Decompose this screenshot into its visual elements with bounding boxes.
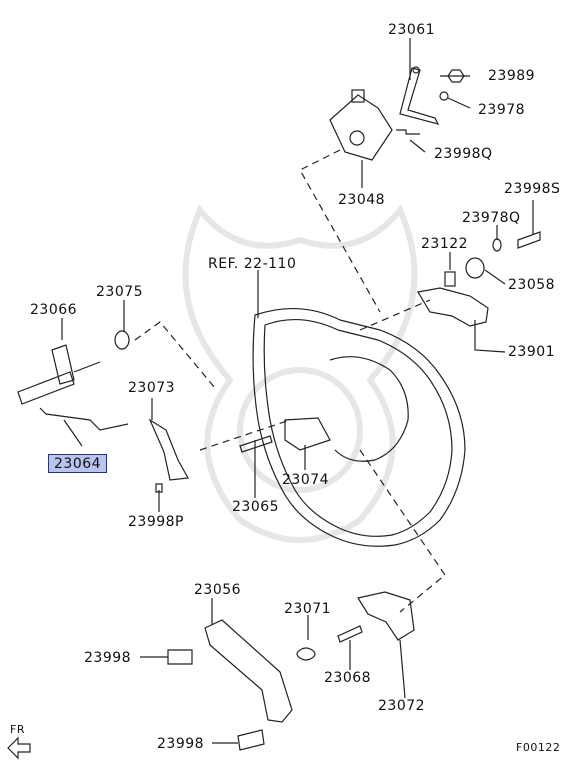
- transmission-case: [252, 308, 466, 547]
- label-23998s: 23998S: [504, 181, 561, 197]
- part-23978: [439, 91, 449, 101]
- figure-code: F00122: [516, 741, 561, 754]
- part-23058: [465, 257, 485, 279]
- label-23066: 23066: [30, 302, 78, 318]
- part-23998p: [155, 483, 163, 493]
- part-23901: [417, 287, 489, 327]
- label-23068: 23068: [324, 670, 372, 686]
- label-23048: 23048: [338, 192, 386, 208]
- label-23122: 23122: [421, 236, 469, 252]
- label-23989: 23989: [488, 68, 536, 84]
- label-23064-highlighted[interactable]: 23064: [48, 454, 108, 473]
- leader-lines: [61, 38, 534, 744]
- part-23075: [114, 330, 130, 350]
- part-23074: [284, 417, 331, 451]
- part-23048: [329, 89, 393, 161]
- label-23901: 23901: [508, 344, 556, 360]
- label-23074: 23074: [282, 472, 330, 488]
- label-23978q: 23978Q: [462, 210, 521, 226]
- label-23998q-top: 23998Q: [434, 146, 493, 162]
- label-23978: 23978: [478, 102, 526, 118]
- part-23978q: [492, 238, 502, 252]
- dashed-guides: [134, 149, 446, 613]
- part-23065: [239, 435, 273, 453]
- label-23998-a: 23998: [84, 650, 132, 666]
- label-23998-b: 23998: [157, 736, 205, 752]
- label-23075: 23075: [96, 284, 144, 300]
- part-23998-b: [237, 729, 265, 751]
- part-23071: [296, 647, 316, 661]
- part-23056: [204, 619, 293, 723]
- part-23068: [337, 625, 363, 643]
- label-fr: FR: [10, 723, 25, 736]
- watermark-logo: [182, 204, 418, 543]
- part-23072: [357, 591, 415, 641]
- label-23072: 23072: [378, 698, 426, 714]
- label-23073: 23073: [128, 380, 176, 396]
- part-23998q-top: [396, 129, 420, 135]
- label-23056: 23056: [194, 582, 242, 598]
- part-23998-a: [167, 649, 193, 665]
- part-23998s: [517, 231, 541, 249]
- label-23058: 23058: [508, 277, 556, 293]
- fr-arrow-icon: [7, 736, 31, 760]
- part-23122: [444, 271, 456, 287]
- part-23061: [399, 66, 440, 125]
- part-23066: [17, 344, 101, 405]
- label-23065: 23065: [232, 499, 280, 515]
- label-23071: 23071: [284, 601, 332, 617]
- part-23073: [148, 418, 189, 481]
- part-23064: [39, 407, 129, 431]
- part-23989: [447, 69, 465, 83]
- label-ref: REF. 22-110: [208, 256, 297, 272]
- label-23998p: 23998P: [128, 514, 184, 530]
- label-23061: 23061: [388, 22, 436, 38]
